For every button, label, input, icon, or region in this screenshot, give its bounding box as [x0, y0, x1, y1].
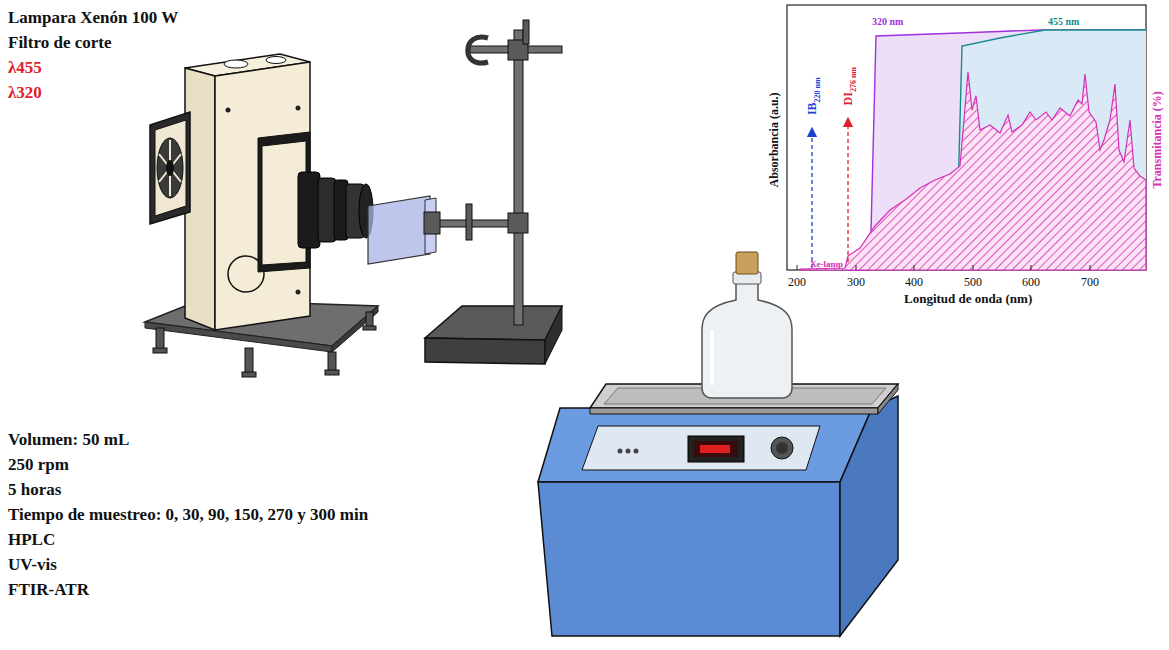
cooling-fan — [150, 112, 190, 224]
filter-wavelength: λ455 — [8, 58, 42, 78]
xenon-lamp-housing — [224, 60, 248, 68]
glass-bottle — [702, 252, 792, 398]
curve-label: 320 nm — [872, 16, 903, 28]
series-label: Xe-lamp — [810, 259, 843, 269]
xenon-lamp-housing — [296, 106, 301, 111]
lamp-base — [156, 328, 164, 350]
magnetic-stirrer — [618, 449, 623, 454]
xenon-lamp-housing — [185, 54, 310, 330]
spectrum-chart — [973, 265, 974, 270]
ring-stand — [432, 220, 520, 227]
glass-bottle — [710, 330, 714, 385]
condition-note: 5 horas — [8, 480, 61, 500]
xenon-lamp-housing — [226, 108, 231, 113]
lens-barrel — [298, 172, 320, 248]
glass-bottle — [736, 252, 758, 274]
magnetic-stirrer — [538, 384, 898, 636]
curve-label: 455 nm — [1048, 16, 1079, 28]
condition-note: Tiempo de muestreo: 0, 30, 90, 150, 270 … — [8, 505, 368, 525]
marker-label: IB220 nm — [802, 77, 822, 115]
axis-tick: 400 — [905, 276, 923, 290]
lamp-base — [325, 370, 339, 375]
lens-barrel — [318, 178, 336, 242]
axis-tick: 600 — [1022, 276, 1040, 290]
magnetic-stirrer — [840, 396, 898, 636]
cooling-fan — [150, 112, 190, 224]
marker-label: IB — [805, 102, 819, 115]
magnetic-stirrer — [590, 408, 878, 414]
ring-stand — [424, 20, 562, 364]
spectrum-chart — [811, 132, 812, 268]
spectrum-chart — [914, 265, 915, 270]
magnetic-stirrer — [771, 437, 793, 459]
spectrum-chart — [787, 5, 1146, 270]
ring-stand — [466, 204, 472, 240]
ring-stand — [425, 338, 545, 364]
filter-wavelength: λ320 — [8, 83, 42, 103]
ring-stand — [523, 20, 529, 44]
xenon-lamp-housing — [266, 57, 286, 64]
magnetic-stirrer — [634, 449, 639, 454]
lamp-base — [332, 306, 378, 352]
spectrum-chart — [800, 72, 1146, 270]
axis-tick: 200 — [788, 276, 806, 290]
axis-tick: 500 — [964, 276, 982, 290]
technique-name: UV-vis — [8, 555, 57, 575]
magnetic-stirrer — [878, 384, 898, 414]
spectrum-chart — [797, 265, 798, 270]
glass-bottle — [702, 282, 792, 398]
lens-barrel — [298, 172, 373, 248]
condition-note: 250 rpm — [8, 455, 69, 475]
spectrum-chart — [1090, 265, 1091, 270]
axis-tick: 300 — [847, 276, 865, 290]
cooling-fan — [166, 160, 174, 176]
xenon-lamp-housing — [296, 290, 301, 295]
ring-stand — [514, 30, 523, 325]
axis-title: Longitud de onda (nm) — [904, 292, 1032, 307]
spectrum-chart — [787, 5, 1146, 270]
magnetic-stirrer — [626, 449, 631, 454]
magnetic-stirrer — [700, 445, 730, 453]
ring-stand — [545, 306, 562, 364]
subscript: 220 nm — [813, 77, 822, 102]
technique-name: FTIR-ATR — [8, 580, 89, 600]
axis-tick: 700 — [1081, 276, 1099, 290]
ring-stand — [424, 212, 440, 234]
spectrum-chart — [847, 122, 848, 262]
cooling-fan — [159, 140, 181, 196]
filter-label: Filtro de corte — [8, 33, 112, 53]
spectrum-chart — [1031, 265, 1032, 270]
magnetic-stirrer — [694, 441, 738, 457]
magnetic-stirrer — [688, 436, 744, 462]
subscript: 276 nm — [849, 67, 858, 92]
cooling-fan — [155, 120, 186, 216]
lamp-base — [153, 348, 167, 353]
lamp-base — [245, 348, 253, 374]
ring-stand — [425, 306, 562, 340]
magnetic-stirrer — [538, 408, 872, 482]
cooling-fan — [159, 154, 181, 182]
ring-stand — [508, 213, 528, 233]
marker-label: DI — [841, 92, 855, 105]
magnetic-stirrer — [582, 426, 820, 470]
lamp-label: Lampara Xenón 100 W — [8, 8, 178, 28]
magnetic-stirrer — [776, 442, 788, 454]
lamp-base — [363, 326, 376, 330]
condition-note: Volumen: 50 mL — [8, 430, 129, 450]
lamp-base — [242, 372, 256, 377]
cooling-fan — [157, 138, 183, 198]
magnetic-stirrer — [538, 482, 840, 636]
magnetic-stirrer — [618, 449, 639, 454]
axis-title: Absorbancia (a.u.) — [768, 92, 782, 187]
lamp-base — [328, 352, 336, 372]
cutoff-filter — [368, 196, 430, 264]
cooling-fan — [159, 154, 181, 182]
spectrum-chart — [856, 265, 857, 270]
marker-label: DI276 nm — [838, 67, 858, 105]
axis-title: Transmitancia (%) — [1151, 91, 1165, 188]
ring-stand — [468, 37, 488, 63]
xenon-lamp-housing — [215, 62, 310, 330]
technique-name: HPLC — [8, 530, 55, 550]
